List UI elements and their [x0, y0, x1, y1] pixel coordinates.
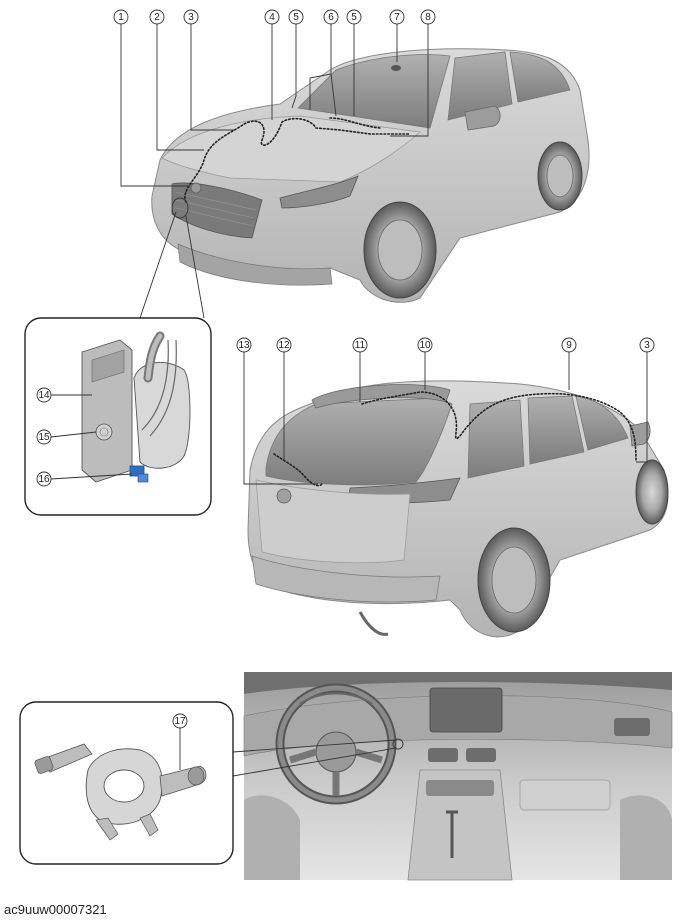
svg-text:6: 6 [328, 12, 334, 23]
rear-callouts: 13 12 11 10 9 3 [236, 337, 655, 353]
svg-text:7: 7 [394, 12, 400, 23]
svg-text:3: 3 [644, 340, 650, 351]
washer-tank-inset [24, 317, 212, 516]
front-callouts: 1 2 3 4 5 6 5 7 8 [113, 9, 436, 25]
callout: 11 [352, 337, 368, 353]
callout: 3 [183, 9, 199, 25]
callout: 6 [323, 9, 339, 25]
callout: 9 [561, 337, 577, 353]
callout: 15 [36, 429, 52, 445]
callout: 16 [36, 471, 52, 487]
front-harness-path [184, 117, 411, 203]
callout: 3 [639, 337, 655, 353]
callout: 13 [236, 337, 252, 353]
svg-text:11: 11 [355, 340, 366, 351]
callout: 12 [276, 337, 292, 353]
rear-leaders [243, 352, 648, 485]
rear-car-illustration [247, 380, 669, 638]
svg-text:13: 13 [238, 340, 250, 351]
callout: 2 [149, 9, 165, 25]
svg-text:2: 2 [154, 12, 160, 23]
callout: 17 [172, 713, 188, 729]
svg-text:10: 10 [419, 340, 431, 351]
svg-text:14: 14 [38, 390, 50, 401]
callout: 1 [113, 9, 129, 25]
svg-text:3: 3 [188, 12, 194, 23]
svg-text:12: 12 [278, 340, 290, 351]
callout: 10 [417, 337, 433, 353]
callout: 7 [389, 9, 405, 25]
front-zoom-lines [139, 197, 205, 319]
svg-text:5: 5 [351, 12, 357, 23]
callout: 4 [264, 9, 280, 25]
svg-text:5: 5 [293, 12, 299, 23]
callout: 14 [36, 387, 52, 403]
svg-text:4: 4 [269, 12, 275, 23]
dash-zoom-lines [232, 739, 397, 777]
svg-text:17: 17 [174, 716, 186, 727]
front-inset-callouts: 14 15 16 [36, 387, 52, 487]
dash-inset-callouts: 17 [172, 713, 188, 729]
svg-text:9: 9 [566, 340, 572, 351]
front-leaders [120, 24, 429, 187]
svg-text:16: 16 [38, 474, 50, 485]
combination-switch-inset [19, 701, 234, 865]
callout: 5 [288, 9, 304, 25]
figure-id: ac9uuw00007321 [4, 902, 107, 917]
svg-text:15: 15 [38, 432, 50, 443]
svg-text:1: 1 [118, 12, 124, 23]
svg-text:8: 8 [425, 12, 431, 23]
rear-harness-path [273, 391, 637, 487]
callout: 5 [346, 9, 362, 25]
dashboard-illustration [243, 672, 673, 881]
callout: 8 [420, 9, 436, 25]
front-car-illustration [151, 48, 590, 303]
